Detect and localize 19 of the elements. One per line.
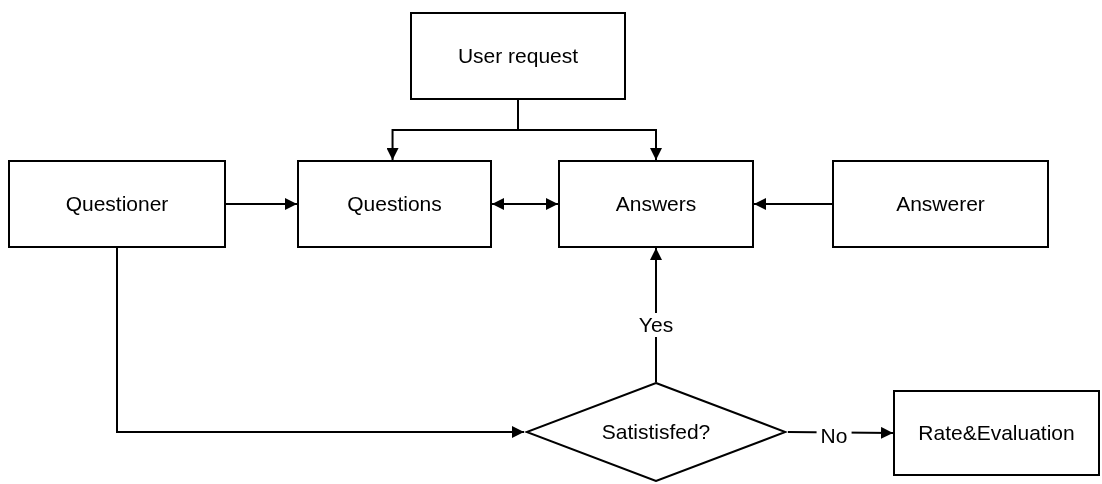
arrow: [753, 198, 833, 210]
node-label: User request: [457, 44, 579, 68]
node-label: Answers: [615, 192, 697, 216]
process-box: [297, 160, 492, 248]
node-label: Questioner: [65, 192, 169, 216]
arrow: [517, 99, 662, 161]
arrow: [225, 198, 298, 210]
process-box: [832, 160, 1049, 248]
node-label: Answerer: [896, 192, 985, 216]
node-label: Questions: [347, 192, 442, 216]
arrow: [116, 247, 525, 438]
node-label: Rate&Evaluation: [918, 421, 1075, 445]
decision-diamond: [524, 382, 788, 482]
arrow: [491, 198, 559, 210]
process-box: [893, 390, 1100, 476]
process-box: [558, 160, 754, 248]
node-label: Satistisfed?: [601, 420, 711, 444]
process-box: [8, 160, 226, 248]
process-box: [410, 12, 626, 100]
